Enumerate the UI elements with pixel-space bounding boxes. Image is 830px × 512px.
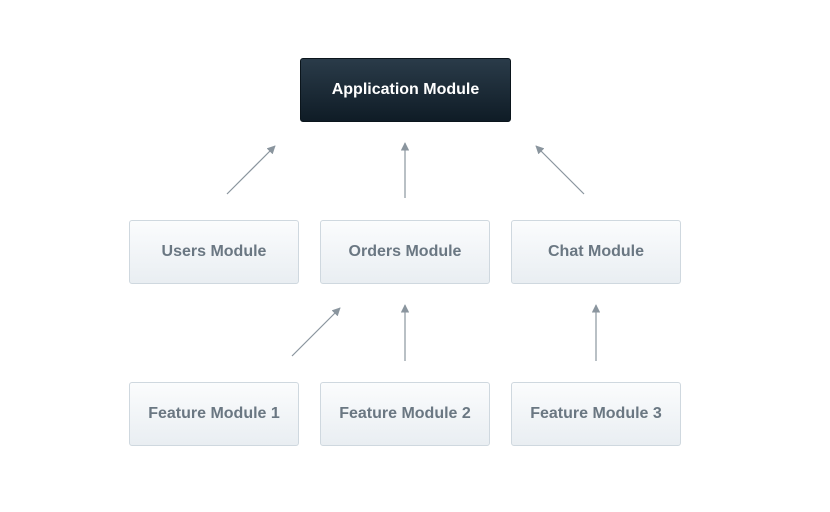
application-module-node: Application Module: [300, 58, 511, 122]
arrow-users-to-application: [226, 145, 276, 195]
feature-module-3-label: Feature Module 3: [530, 405, 662, 422]
users-module-label: Users Module: [161, 243, 267, 260]
orders-module-label: Orders Module: [348, 243, 462, 260]
chat-module-node: Chat Module: [511, 220, 681, 284]
chat-module-label: Chat Module: [548, 243, 644, 260]
feature-module-1-label: Feature Module 1: [148, 405, 280, 422]
feature-module-2-node: Feature Module 2: [320, 382, 490, 446]
feature-module-2-label: Feature Module 2: [339, 405, 471, 422]
arrow-chat-to-application: [535, 145, 585, 195]
orders-module-node: Orders Module: [320, 220, 490, 284]
arrow-feature1-to-orders: [291, 307, 341, 357]
feature-module-1-node: Feature Module 1: [129, 382, 299, 446]
users-module-node: Users Module: [129, 220, 299, 284]
application-module-label: Application Module: [331, 81, 480, 98]
feature-module-3-node: Feature Module 3: [511, 382, 681, 446]
